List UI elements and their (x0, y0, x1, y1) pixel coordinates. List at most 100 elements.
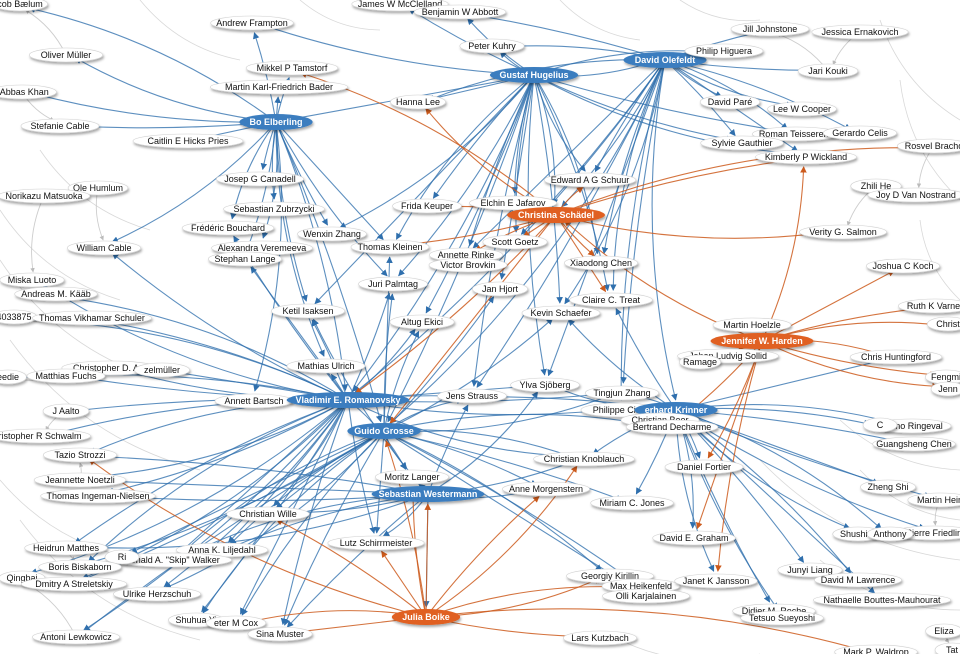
node-antoni-lewkowicz[interactable]: Antoni Lewkowicz (32, 629, 120, 645)
node-annett-bartsch[interactable]: Annett Bartsch (214, 393, 294, 409)
node-matthias-fuchs[interactable]: Matthias Fuchs (26, 368, 106, 384)
node-altug-ekici[interactable]: Altug Ekici (389, 314, 455, 330)
node-christian-knoblauch[interactable]: Christian Knoblauch (533, 451, 635, 467)
node-janet-jansson[interactable]: Janet K Jansson (674, 573, 758, 589)
node-dmitry-streletskiy[interactable]: Dmitry A Streletskiy (20, 576, 128, 592)
node-ruth-varner[interactable]: Ruth K Varner (897, 298, 960, 314)
node-abbas-khan[interactable]: t Abbas Khan (0, 84, 57, 100)
node-lutz-schirrmeister[interactable]: Lutz Schirrmeister (327, 535, 425, 551)
node-mark-waldrop[interactable]: Mark P. Waldrop (834, 644, 918, 654)
node-sina-muster[interactable]: Sina Muster (247, 626, 313, 642)
node-ri-edge[interactable]: Ri (104, 549, 140, 565)
node-david-olefeldt[interactable]: David Olefeldt (623, 52, 707, 68)
node-caitlin-pries[interactable]: Caitlin E Hicks Pries (132, 133, 244, 149)
node-ole-humlum[interactable]: Ole Humlum (67, 180, 129, 196)
node-jessica-ernakovich[interactable]: Jessica Ernakovich (811, 24, 909, 40)
node-jari-kouki[interactable]: Jari Kouki (797, 63, 859, 79)
node-thomas-ingeman-nielsen[interactable]: Thomas Ingeman-Nielsen (40, 488, 156, 504)
node-martin-hoelzle[interactable]: Martin Hoelzle (712, 317, 792, 333)
node-heidrun-matthes[interactable]: Heidrun Matthes (24, 540, 108, 556)
node-tat-edge[interactable]: Tat (934, 642, 960, 654)
node-peter-cox[interactable]: eter M Cox (205, 615, 267, 631)
node-victor-brovkin[interactable]: Victor Brovkin (428, 257, 508, 273)
node-ylva-sjoberg[interactable]: Ylva Sjöberg (510, 377, 580, 393)
node-id-4033875[interactable]: 4033875 (0, 309, 38, 325)
node-kevin-schaefer[interactable]: Kevin Schaefer (521, 305, 601, 321)
node-claire-treat[interactable]: Claire C. Treat (569, 292, 653, 308)
node-rosvel-bracho[interactable]: Rosvel Bracho (896, 138, 960, 154)
node-jacob-baelum[interactable]: cob Bælum (0, 0, 48, 12)
node-david-graham[interactable]: David E. Graham (652, 530, 736, 546)
node-c-edge[interactable]: C (862, 417, 898, 433)
node-tingjun-zhang[interactable]: Tingjun Zhang (584, 385, 660, 401)
node-thomas-kleinen[interactable]: Thomas Kleinen (350, 239, 430, 255)
node-wenxin-zhang[interactable]: Wenxin Zhang (297, 226, 367, 242)
node-sebastian-zubrzycki[interactable]: Sebastian Zubrzycki (223, 201, 325, 217)
node-nathaelle-bouttes[interactable]: Nathaelle Bouttes-Mauhourat (812, 592, 952, 608)
node-martin-heimann[interactable]: Martin Hein (907, 492, 960, 508)
node-hanna-lee[interactable]: Hanna Lee (390, 94, 446, 110)
node-christina-schadel[interactable]: Christina Schädel (507, 207, 605, 223)
node-frida-keuper[interactable]: Frida Keuper (392, 198, 462, 214)
node-olli-karjalainen[interactable]: Olli Karjalainen (602, 588, 690, 604)
node-jeannette-noetzli[interactable]: Jeannette Noetzli (33, 472, 127, 488)
node-frederic-bouchard[interactable]: Frédéric Bouchard (181, 220, 275, 236)
node-jennifer-harden[interactable]: Jennifer W. Harden (710, 333, 814, 349)
node-verity-salmon[interactable]: Verity G. Salmon (799, 224, 887, 240)
node-sebastian-westermann[interactable]: Sebastian Westermann (371, 486, 485, 502)
node-miska-luoto[interactable]: Miska Luoto (0, 272, 65, 288)
node-mikkel-tamstorf[interactable]: Mikkel P Tamstorf (245, 60, 339, 76)
node-oliver-muller[interactable]: Oliver Müller (28, 47, 104, 63)
node-fengming[interactable]: Fengmi (924, 369, 960, 385)
node-william-cable[interactable]: William Cable (66, 240, 142, 256)
node-kimberly-wickland[interactable]: Kimberly P Wickland (755, 149, 857, 165)
node-tazio-strozzi[interactable]: Tazio Strozzi (42, 447, 118, 463)
node-lars-kutzbach[interactable]: Lars Kutzbach (562, 630, 638, 646)
node-tetsuo-sueyoshi[interactable]: Tetsuo Sueyoshi (740, 610, 824, 626)
node-thomas-schuler[interactable]: Thomas Vikhamar Schuler (32, 310, 152, 326)
node-elchin-jafarov[interactable]: Elchin E Jafarov (469, 195, 557, 211)
node-chris-huntingford[interactable]: Chris Huntingford (849, 349, 943, 365)
node-xiaodong-chen[interactable]: Xiaodong Chen (563, 255, 639, 271)
node-bertrand-decharme[interactable]: Bertrand Decharme (625, 419, 719, 435)
node-juri-palmtag[interactable]: Juri Palmtag (358, 276, 428, 292)
node-reedie[interactable]: eedie (0, 369, 27, 385)
node-david-lawrence[interactable]: David M Lawrence (814, 572, 902, 588)
node-benjamin-abbott[interactable]: Benjamin W Abbott (413, 4, 507, 20)
node-gustaf-hugelius[interactable]: Gustaf Hugelius (489, 67, 579, 83)
node-philip-higuera[interactable]: Philip Higuera (684, 43, 764, 59)
node-martin-bader[interactable]: Martin Karl-Friedrich Bader (209, 79, 349, 95)
node-daniel-fortier[interactable]: Daniel Fortier (664, 459, 744, 475)
node-joshua-koch[interactable]: Joshua C Koch (865, 258, 941, 274)
node-christopher-schwalm[interactable]: ristopher R Schwalm (0, 428, 91, 444)
node-jens-strauss[interactable]: Jens Strauss (437, 388, 507, 404)
node-christian-wille[interactable]: Christian Wille (226, 506, 310, 522)
node-david-pare[interactable]: David Paré (699, 94, 761, 110)
node-miriam-jones[interactable]: Miriam C. Jones (590, 495, 674, 511)
node-sylvie-gauthier[interactable]: Sylvie Gauthier (700, 135, 784, 151)
node-guangsheng-chen[interactable]: Guangsheng Chen (872, 436, 956, 452)
node-scott-goetz[interactable]: Scott Goetz (482, 234, 548, 250)
node-mathias-ulrich[interactable]: Mathias Ulrich (286, 358, 366, 374)
node-zheng-shi[interactable]: Zheng Shi (860, 479, 916, 495)
node-bo-elberling[interactable]: Bo Elberling (239, 114, 313, 130)
node-ketil-isaksen[interactable]: Ketil Isaksen (270, 303, 346, 319)
node-julia-boike[interactable]: Julia Boike (391, 609, 461, 625)
node-anthony[interactable]: Anthony (866, 526, 914, 542)
node-elizaveta[interactable]: Eliza (925, 623, 960, 639)
node-ulrike-herzschuh[interactable]: Ulrike Herzschuh (113, 586, 201, 602)
node-junyi-liang[interactable]: Junyi Liang (777, 562, 843, 578)
node-joy-van-nostrand[interactable]: Joy D Van Nostrand (867, 187, 960, 203)
node-guido-grosse[interactable]: Guido Grosse (347, 423, 421, 439)
node-jan-hjort[interactable]: Jan Hjort (472, 281, 528, 297)
node-moritz-langer[interactable]: Moritz Langer (374, 469, 450, 485)
node-andrew-frampton[interactable]: Andrew Frampton (210, 15, 294, 31)
node-anne-morgenstern[interactable]: Anne Morgenstern (502, 481, 590, 497)
node-jill-johnstone[interactable]: Jill Johnstone (730, 21, 810, 37)
node-peter-kuhry[interactable]: Peter Kuhry (459, 38, 525, 54)
node-vladimir-romanovsky[interactable]: Vladimir E. Romanovsky (286, 392, 410, 408)
node-jenn-edge[interactable]: Jenn (930, 381, 960, 397)
node-josep-canadell[interactable]: Josep G Canadell (216, 171, 304, 187)
node-christ-edge[interactable]: Christ (926, 316, 960, 332)
node-boris-biskaborn[interactable]: Boris Biskaborn (38, 559, 122, 575)
